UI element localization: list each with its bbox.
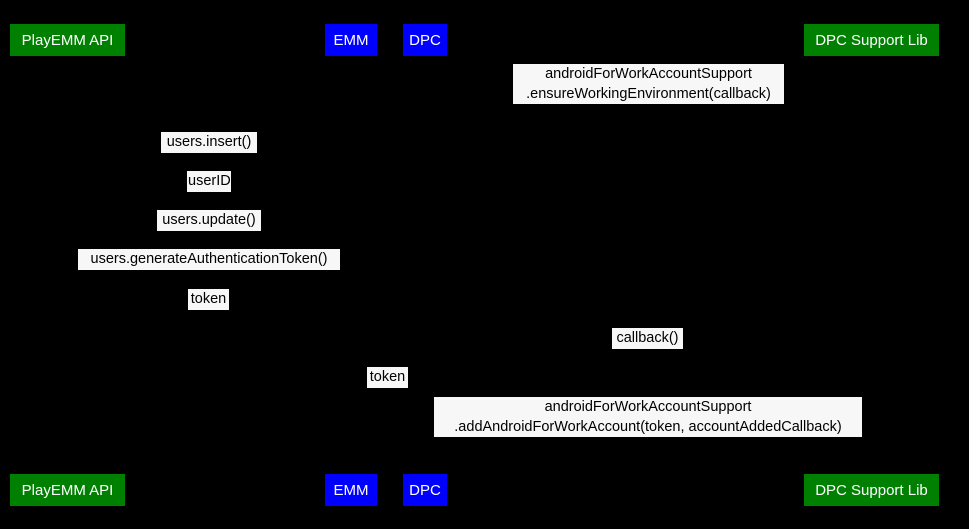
participant-top-dpc-support-lib[interactable]: DPC Support Lib xyxy=(804,24,939,56)
participant-label: PlayEMM API xyxy=(21,481,114,499)
participant-top-playemm-api[interactable]: PlayEMM API xyxy=(10,24,125,56)
participant-bottom-playemm-api[interactable]: PlayEMM API xyxy=(10,474,125,506)
message-label-token: token xyxy=(367,367,408,388)
message-label-users-insert: users.insert() xyxy=(161,132,257,153)
participant-label: EMM xyxy=(333,31,369,49)
message-label-users-update: users.update() xyxy=(157,210,261,231)
message-label-token: token xyxy=(188,289,229,310)
message-label-callback: callback() xyxy=(612,328,683,349)
participant-bottom-emm[interactable]: EMM xyxy=(325,474,377,506)
participant-label: DPC xyxy=(409,31,441,49)
participant-bottom-dpc[interactable]: DPC xyxy=(403,474,447,506)
participant-label: DPC Support Lib xyxy=(815,481,928,499)
message-label-androidforworkaccountsupport: androidForWorkAccountSupport .addAndroid… xyxy=(434,397,862,437)
message-label-userid: userID xyxy=(187,171,231,192)
participant-top-dpc[interactable]: DPC xyxy=(403,24,447,56)
participant-label: EMM xyxy=(333,481,369,499)
participant-label: PlayEMM API xyxy=(21,31,114,49)
participant-label: DPC xyxy=(409,481,441,499)
message-label-androidforworkaccountsupport: androidForWorkAccountSupport .ensureWork… xyxy=(513,64,784,104)
message-label-users-generateauthenticationtoken: users.generateAuthenticationToken() xyxy=(78,249,340,270)
participant-bottom-dpc-support-lib[interactable]: DPC Support Lib xyxy=(804,474,939,506)
participant-label: DPC Support Lib xyxy=(815,31,928,49)
participant-top-emm[interactable]: EMM xyxy=(325,24,377,56)
